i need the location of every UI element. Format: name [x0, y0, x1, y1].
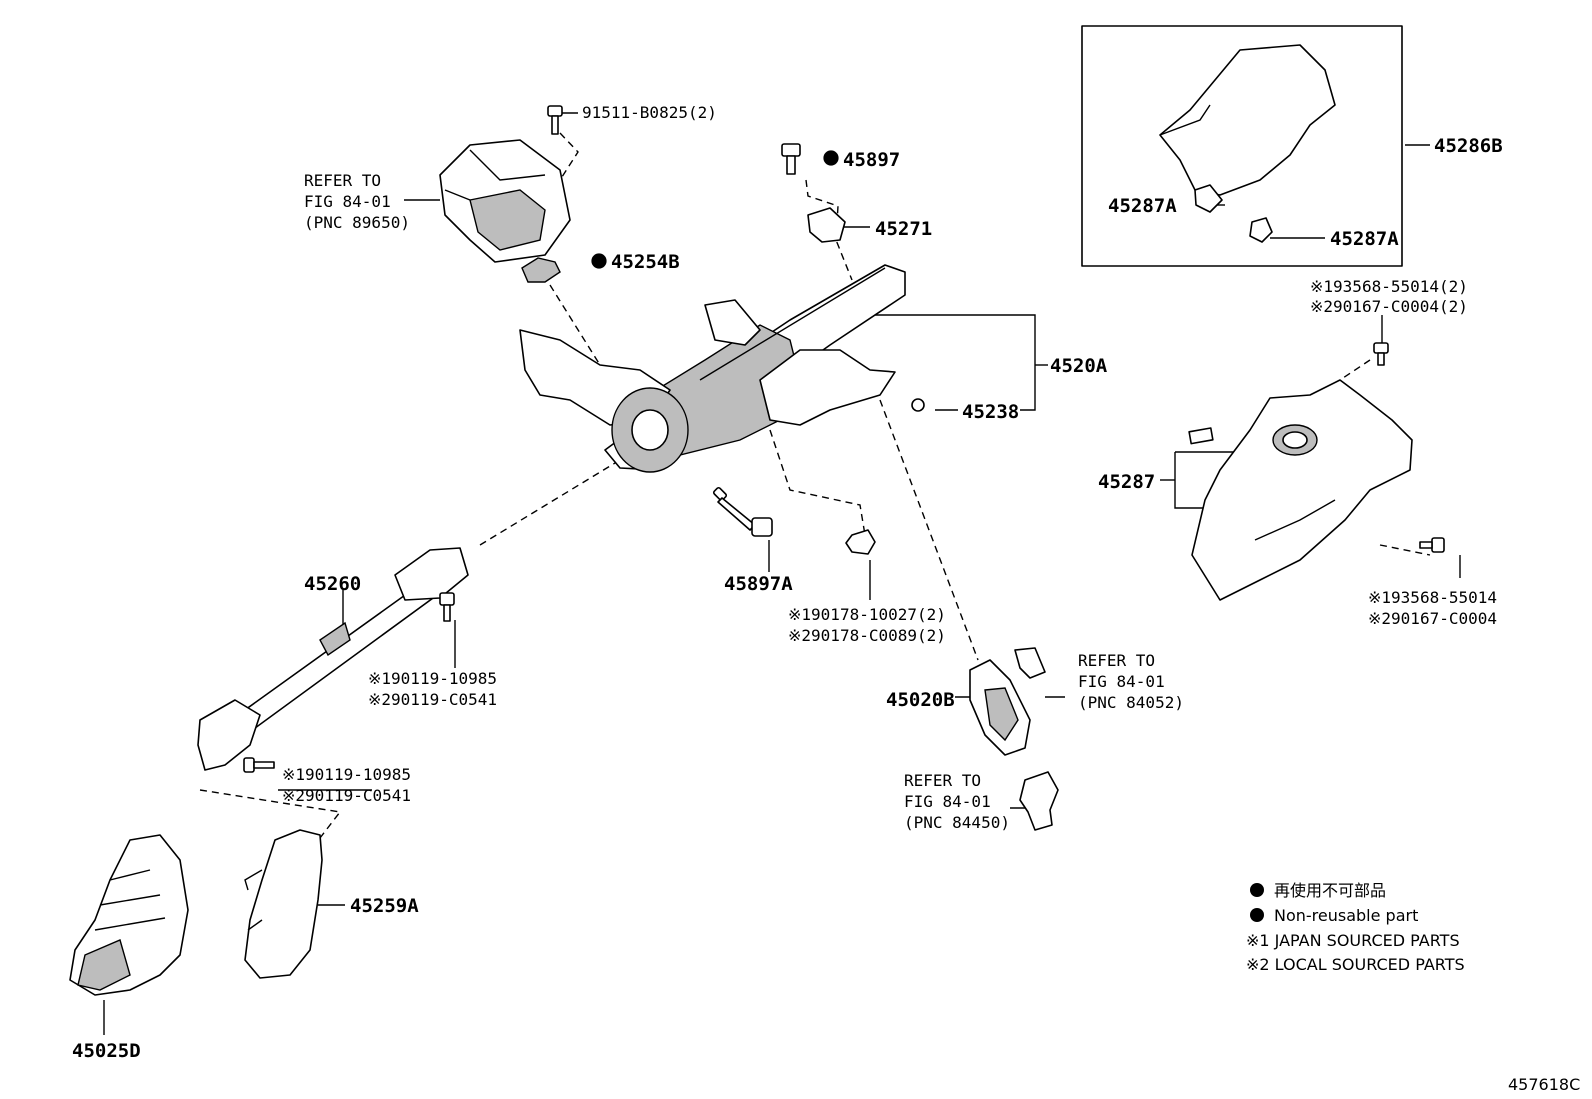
label-refer3-line1: REFER TO	[904, 771, 981, 790]
label-refer2-line2: FIG 84-01	[1078, 672, 1165, 691]
steering-column-4520A	[519, 264, 906, 473]
clip-45271-icon	[807, 207, 846, 243]
legend-dot-jp	[1250, 883, 1264, 897]
cover-45259A	[244, 829, 323, 979]
bolt-91511-icon	[547, 105, 563, 135]
label-45238: 45238	[962, 401, 1019, 423]
label-refer1-line2: FIG 84-01	[304, 192, 391, 211]
legend-dot-en	[1250, 908, 1264, 922]
legend-japan-sourced: ※1 JAPAN SOURCED PARTS	[1246, 931, 1460, 950]
label-45260: 45260	[304, 573, 361, 595]
legend-local-sourced: ※2 LOCAL SOURCED PARTS	[1246, 955, 1465, 974]
legend: 再使用不可部品 Non-reusable part ※1 JAPAN SOURC…	[1246, 881, 1465, 974]
connector-84450-icon	[1019, 771, 1059, 831]
part-45238-icon	[911, 398, 925, 412]
bolt-90119-lower-icon	[243, 757, 275, 773]
label-93568-a1: ※193568-55014(2)	[1310, 277, 1468, 296]
label-45897: 45897	[843, 149, 900, 171]
label-refer2-line3: (PNC 84052)	[1078, 693, 1184, 712]
boot-45025D	[69, 834, 189, 996]
label-45020B: 45020B	[886, 689, 955, 711]
bolt-45897A-icon	[712, 486, 773, 537]
switch-assembly-89650	[439, 139, 571, 263]
label-90178-1: ※190178-10027(2)	[788, 605, 946, 624]
intermediate-shaft-45260	[197, 547, 469, 771]
nut-90178-icon	[845, 529, 876, 555]
label-45287A-2: 45287A	[1330, 228, 1399, 250]
label-refer3-line3: (PNC 84450)	[904, 813, 1010, 832]
label-refer3-line2: FIG 84-01	[904, 792, 991, 811]
label-45287A-1: 45287A	[1108, 195, 1177, 217]
figure-id: 457618C	[1508, 1075, 1580, 1094]
screw-93568-lower-icon	[1419, 537, 1445, 553]
label-45286B: 45286B	[1434, 135, 1503, 157]
bolt-45897-icon	[781, 143, 801, 175]
cover-inset-box	[1081, 25, 1403, 267]
label-93568-b1: ※193568-55014	[1368, 588, 1497, 607]
non-reusable-dot-45897	[823, 150, 839, 166]
label-4520A: 4520A	[1050, 355, 1108, 377]
label-90119-b2: ※290119-C0541	[282, 786, 411, 805]
label-90178-2: ※290178-C0089(2)	[788, 626, 946, 645]
label-90119-b1: ※190119-10985	[282, 765, 411, 784]
label-90119-a1: ※190119-10985	[368, 669, 497, 688]
part-labels: 91511-B0825(2) REFER TO FIG 84-01 (PNC 8…	[72, 103, 1503, 1062]
legend-non-reusable-jp: 再使用不可部品	[1274, 881, 1386, 900]
label-45254B: 45254B	[611, 251, 680, 273]
steering-lock-45020B	[969, 647, 1046, 756]
label-90119-a2: ※290119-C0541	[368, 690, 497, 709]
lower-cover-45287	[1188, 379, 1413, 601]
legend-non-reusable-en: Non-reusable part	[1274, 906, 1418, 925]
label-refer1-line3: (PNC 89650)	[304, 213, 410, 232]
label-45287: 45287	[1098, 471, 1155, 493]
label-91511: 91511-B0825(2)	[582, 103, 717, 122]
bolt-90119-upper-icon	[439, 592, 455, 622]
label-refer2-line1: REFER TO	[1078, 651, 1155, 670]
label-90167-b2: ※290167-C0004	[1368, 609, 1497, 628]
label-45271: 45271	[875, 218, 932, 240]
label-45259A: 45259A	[350, 895, 419, 917]
label-90167-a2: ※290167-C0004(2)	[1310, 297, 1468, 316]
part-45254B-icon	[521, 257, 561, 283]
screw-93568-upper-icon	[1373, 342, 1389, 366]
non-reusable-dot-45254B	[591, 253, 607, 269]
label-45897A: 45897A	[724, 573, 793, 595]
label-45025D: 45025D	[72, 1040, 141, 1062]
label-refer1-line1: REFER TO	[304, 171, 381, 190]
